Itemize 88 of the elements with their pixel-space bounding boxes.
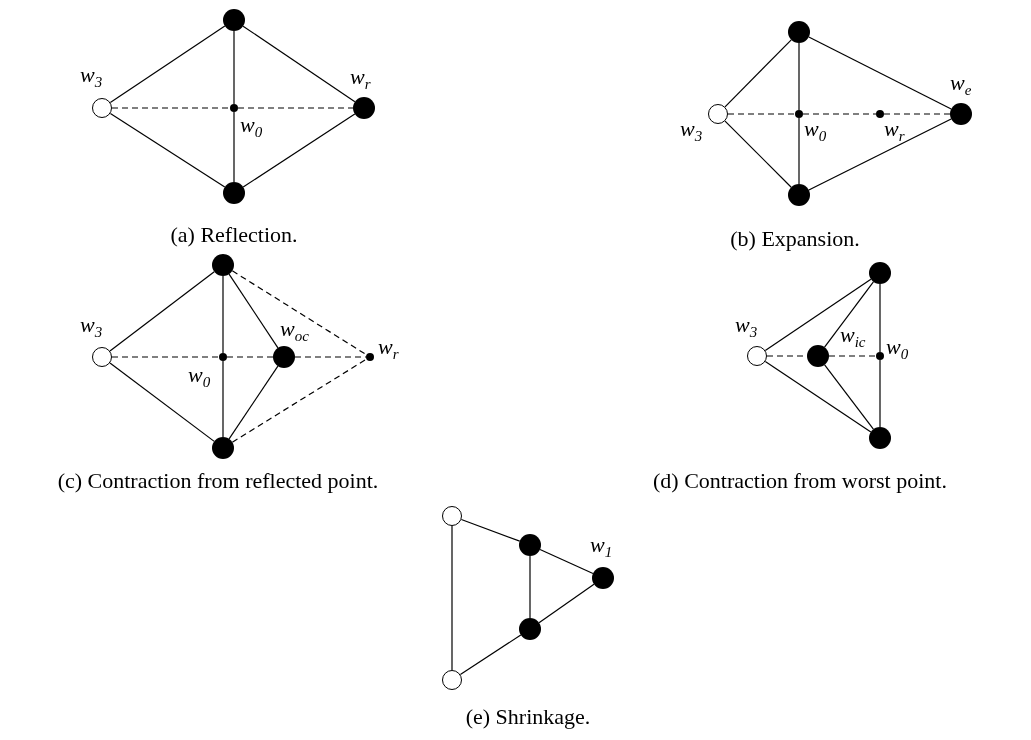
point-label: w$_{oc}$: [280, 318, 309, 345]
point-label: w$_{r}$: [884, 118, 905, 145]
line: [824, 364, 874, 430]
dashed-line: [237, 107, 354, 109]
line: [459, 634, 522, 676]
line: [724, 39, 792, 108]
subfigure-caption: (a) Reflection.: [170, 222, 298, 248]
hollow-point: [442, 506, 462, 526]
filled-point: [788, 21, 810, 43]
dashed-line: [231, 270, 368, 356]
point-label: w$_{0}$: [886, 336, 909, 363]
line: [109, 25, 226, 104]
filled-point: [869, 427, 891, 449]
line: [460, 518, 521, 542]
filled-point: [869, 262, 891, 284]
line: [538, 583, 595, 624]
subfigure-caption: (e) Shrinkage.: [465, 704, 591, 730]
line: [109, 112, 226, 188]
point-dot: [795, 110, 803, 118]
subfigure-caption: (b) Expansion.: [730, 226, 860, 252]
filled-point: [223, 182, 245, 204]
line: [808, 36, 952, 110]
point-label: w$_{3}$: [80, 64, 103, 91]
filled-point: [519, 534, 541, 556]
point-label: w$_{3}$: [680, 118, 703, 145]
subfigure-caption: (c) Contraction from reflected point.: [57, 468, 379, 494]
dashed-line: [802, 113, 877, 115]
dashed-line: [111, 107, 231, 109]
line: [724, 120, 792, 188]
point-dot: [876, 110, 884, 118]
hollow-point: [442, 670, 462, 690]
point-label: w$_{ic}$: [840, 324, 866, 351]
point-label: w$_{0}$: [188, 364, 211, 391]
point-label: w$_{r}$: [350, 66, 371, 93]
point-dot: [366, 353, 374, 361]
filled-point: [223, 9, 245, 31]
dashed-line: [828, 355, 877, 357]
dashed-line: [883, 113, 951, 115]
line: [539, 548, 594, 575]
line: [233, 111, 235, 183]
line: [228, 273, 279, 349]
hollow-point: [747, 346, 767, 366]
dashed-line: [294, 356, 367, 358]
line: [451, 525, 453, 671]
point-label: w$_{1}$: [590, 534, 613, 561]
line: [228, 365, 279, 440]
point-dot: [219, 353, 227, 361]
filled-point: [353, 97, 375, 119]
point-label: w$_{3}$: [735, 314, 758, 341]
dashed-line: [226, 356, 274, 358]
filled-point: [212, 254, 234, 276]
line: [529, 555, 531, 619]
line: [109, 271, 215, 352]
hollow-point: [92, 347, 112, 367]
line: [764, 278, 872, 351]
filled-point: [788, 184, 810, 206]
point-label: w$_{r}$: [378, 336, 399, 363]
line: [242, 113, 356, 188]
subfigure-caption: (d) Contraction from worst point.: [653, 468, 947, 494]
point-label: w$_{3}$: [80, 314, 103, 341]
filled-point: [212, 437, 234, 459]
line: [222, 360, 224, 438]
dashed-line: [231, 358, 368, 443]
point-dot: [230, 104, 238, 112]
line: [879, 359, 881, 428]
line: [808, 118, 952, 191]
filled-point: [273, 346, 295, 368]
line: [222, 275, 224, 354]
point-label: w$_{e}$: [950, 72, 972, 99]
dashed-line: [111, 356, 220, 358]
line: [798, 117, 800, 185]
line: [233, 30, 235, 105]
line: [764, 360, 872, 433]
line: [242, 25, 356, 103]
line: [798, 42, 800, 111]
line: [824, 281, 874, 348]
filled-point: [950, 103, 972, 125]
point-label: w$_{0}$: [804, 118, 827, 145]
dashed-line: [727, 113, 796, 115]
point-dot: [876, 352, 884, 360]
point-label: w$_{0}$: [240, 114, 263, 141]
filled-point: [519, 618, 541, 640]
line: [109, 362, 215, 442]
filled-point: [592, 567, 614, 589]
filled-point: [807, 345, 829, 367]
line: [879, 283, 881, 353]
hollow-point: [92, 98, 112, 118]
hollow-point: [708, 104, 728, 124]
